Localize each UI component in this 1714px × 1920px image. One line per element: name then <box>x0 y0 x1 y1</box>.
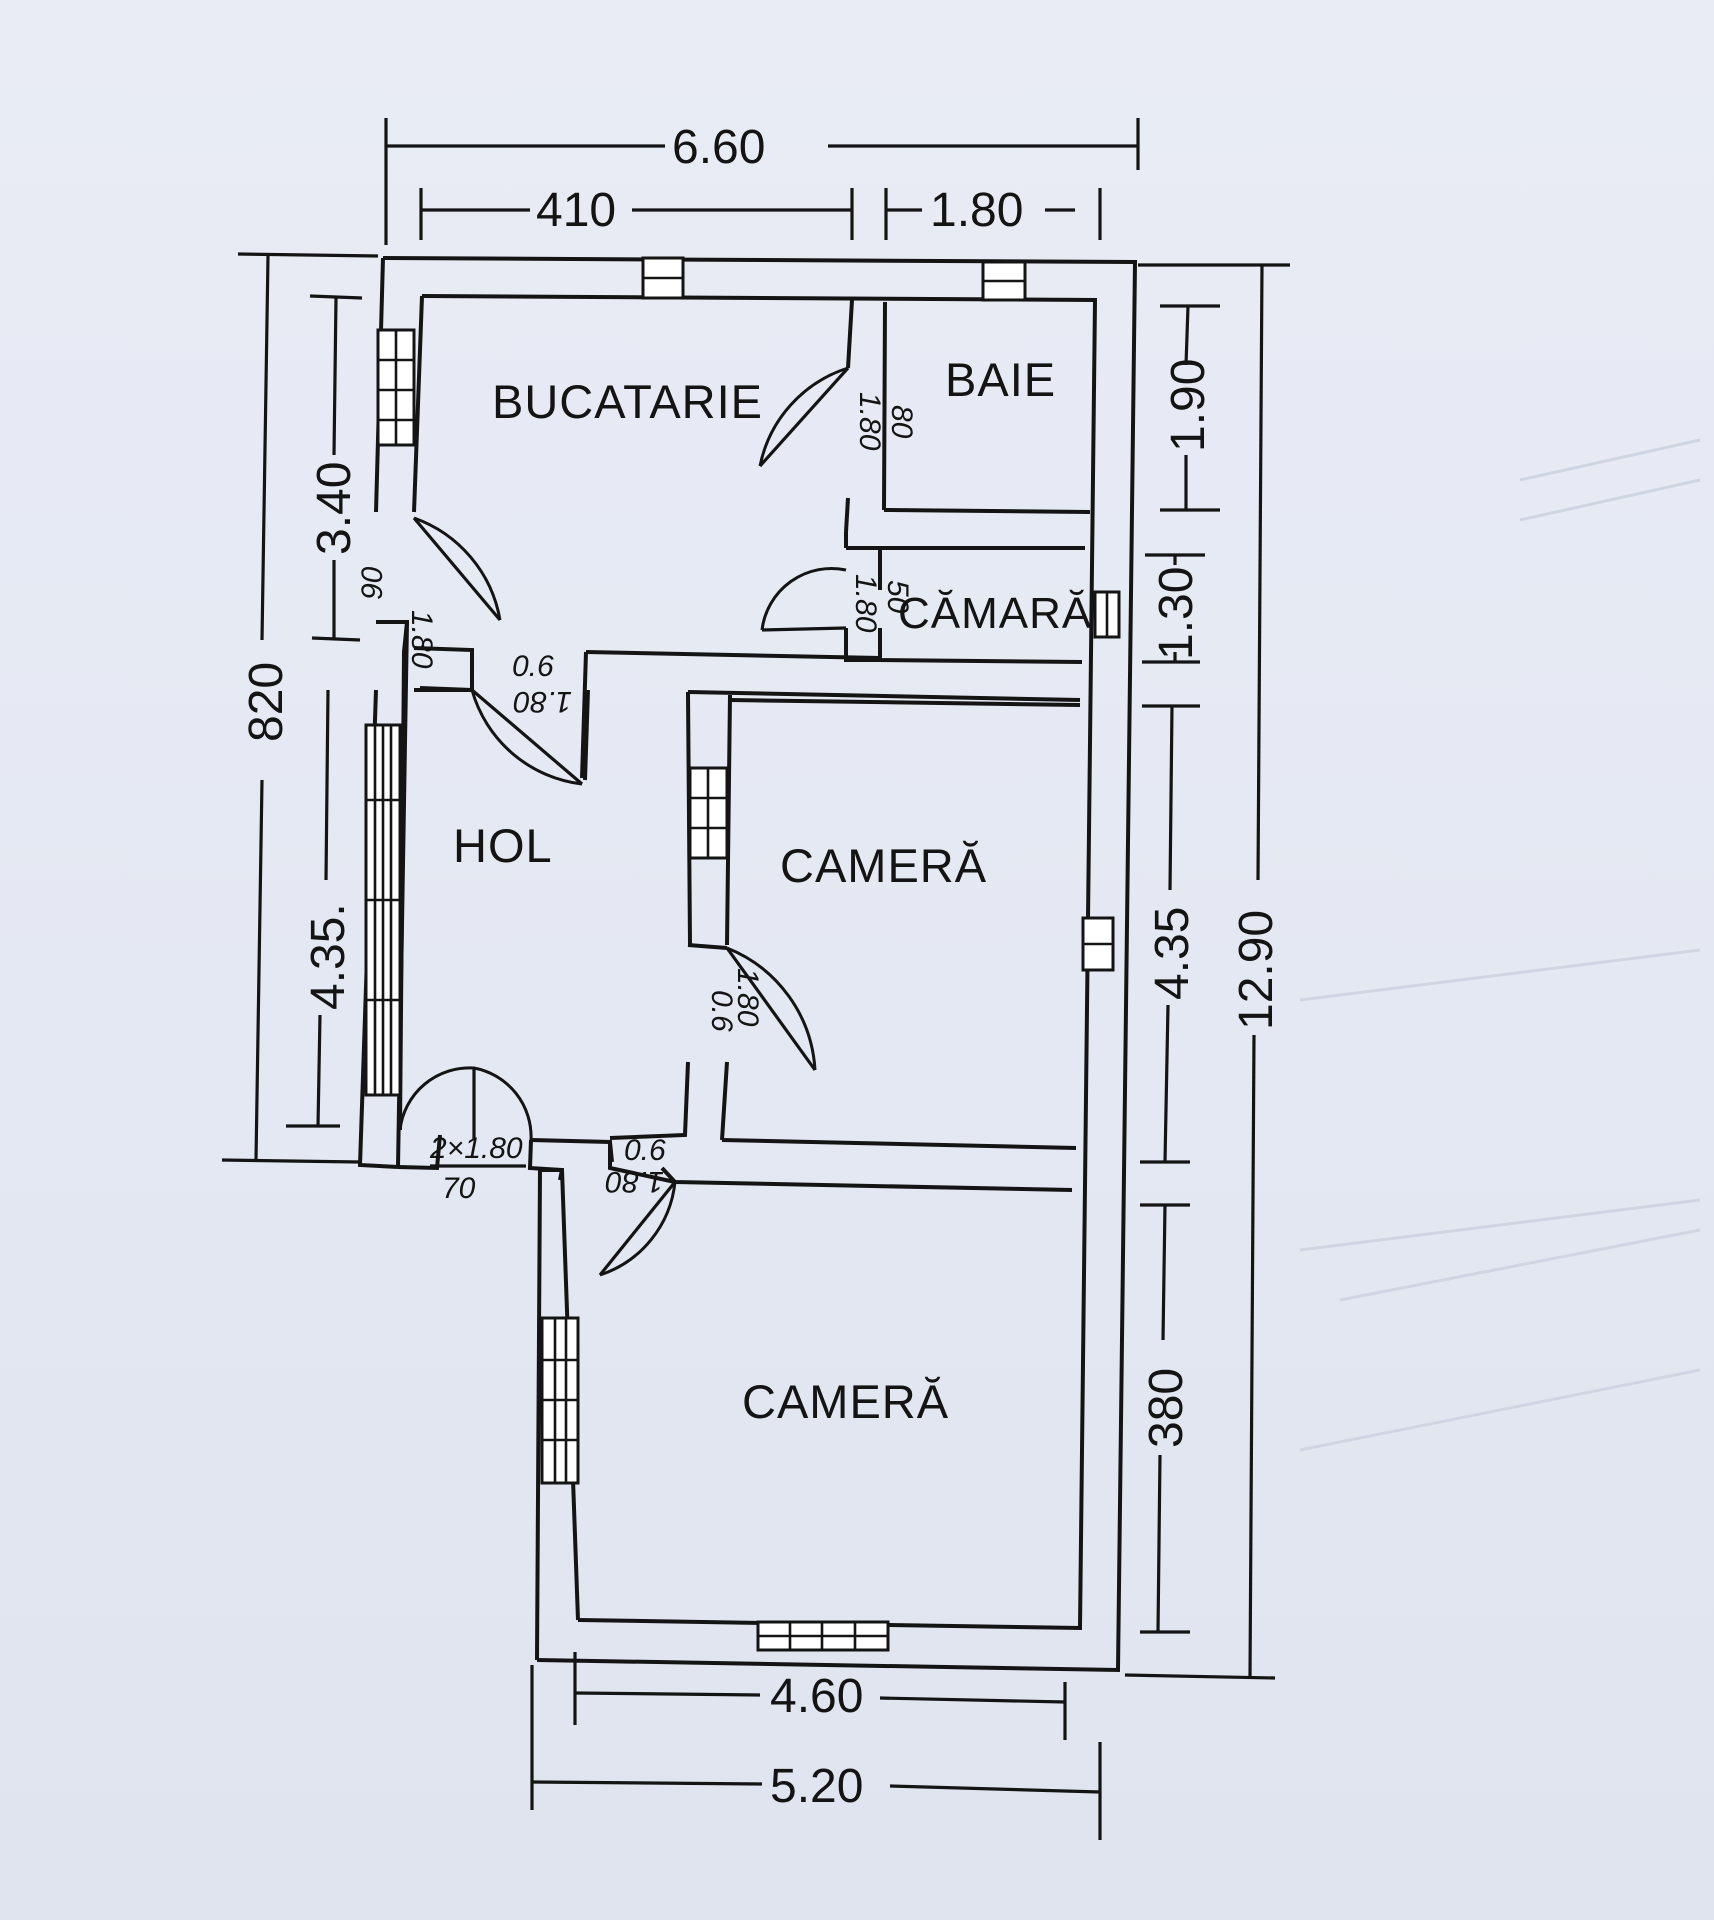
ghost-marks <box>1299 438 1701 1452</box>
window-pantry-right <box>1093 590 1121 639</box>
window-kitchen-top <box>641 256 685 300</box>
door-kitchen-bath <box>758 366 850 468</box>
room-labels: BUCATARIE BAIE CĂMARĂ HOL CAMERĂ CAMERĂ <box>453 353 1092 1428</box>
dim-left-upper: 3.40 <box>308 462 361 555</box>
window-hall-room1 <box>688 766 729 860</box>
door-label-kitchen-a: 90 <box>356 566 389 600</box>
room-bathroom-label: BAIE <box>945 353 1056 406</box>
door-room1 <box>725 946 817 1071</box>
dim-top-left: 410 <box>536 184 616 237</box>
dim-left-total: 820 <box>240 662 293 742</box>
room-pantry-label: CĂMARĂ <box>898 589 1092 638</box>
door-entrance <box>398 1066 533 1141</box>
room-hall-label: HOL <box>453 819 553 872</box>
door-labels: 90 1.80 0.6 1.80 1.80 80 1.80 50 0.6 1.8… <box>356 392 918 1205</box>
room1-label: CAMERĂ <box>780 839 987 892</box>
door-label-room2-b: 1.80 <box>605 1165 664 1198</box>
door-label-room1-a: 0.6 <box>705 990 738 1032</box>
door-label-pantry-a: 1.80 <box>849 574 882 633</box>
dim-right-room: 4.35 <box>1146 907 1199 1000</box>
window-room2-bottom <box>756 1620 890 1652</box>
interior-walls <box>413 299 1091 1192</box>
door-label-entrance-a: 2×1.80 <box>429 1132 523 1165</box>
windows <box>364 256 1121 1652</box>
door-label-entrance-b: 70 <box>442 1172 476 1205</box>
outer-walls <box>357 256 1138 1673</box>
dim-right-room2: 380 <box>1140 1368 1193 1448</box>
room-kitchen-label: BUCATARIE <box>492 375 763 428</box>
dim-bottom-outer: 5.20 <box>770 1760 863 1813</box>
door-label-bath-a: 1.80 <box>853 392 886 451</box>
door-label-kitchen-b: 1.80 <box>405 610 438 669</box>
window-room2-left <box>540 1316 580 1485</box>
door-room2 <box>598 1180 677 1277</box>
dim-bottom-inner: 4.60 <box>770 1670 863 1723</box>
dim-left-lower: 4.35. <box>302 903 355 1010</box>
dim-right-total: 12.90 <box>1230 910 1283 1030</box>
window-bath-top <box>981 260 1027 302</box>
window-hall-left <box>364 723 402 1097</box>
door-label-bath-b: 80 <box>885 405 918 439</box>
room2-label: CAMERĂ <box>742 1375 949 1428</box>
door-kitchen-hall-left <box>412 516 502 622</box>
dim-right-bath: 1.90 <box>1162 359 1215 452</box>
door-pantry <box>760 566 847 632</box>
dim-right-pantry: 1.30 <box>1150 567 1203 660</box>
doors <box>398 366 850 1277</box>
window-kitchen-left <box>376 328 416 447</box>
door-label-room2-a: 0.6 <box>624 1134 666 1167</box>
door-label-hall-top-a: 0.6 <box>512 650 554 683</box>
door-label-room1-b: 1.80 <box>731 968 764 1027</box>
dimension-labels: 6.60 410 1.80 820 3.40 4.35. 1.90 1.30 4… <box>240 121 1283 1813</box>
dim-top-total: 6.60 <box>672 121 765 174</box>
door-kitchen-hall <box>470 688 584 786</box>
door-label-pantry-b: 50 <box>881 580 914 614</box>
window-room1-right <box>1081 916 1115 972</box>
door-label-hall-top-b: 1.80 <box>513 685 572 718</box>
dim-top-right: 1.80 <box>930 184 1023 237</box>
dimension-lines <box>221 118 1290 1840</box>
